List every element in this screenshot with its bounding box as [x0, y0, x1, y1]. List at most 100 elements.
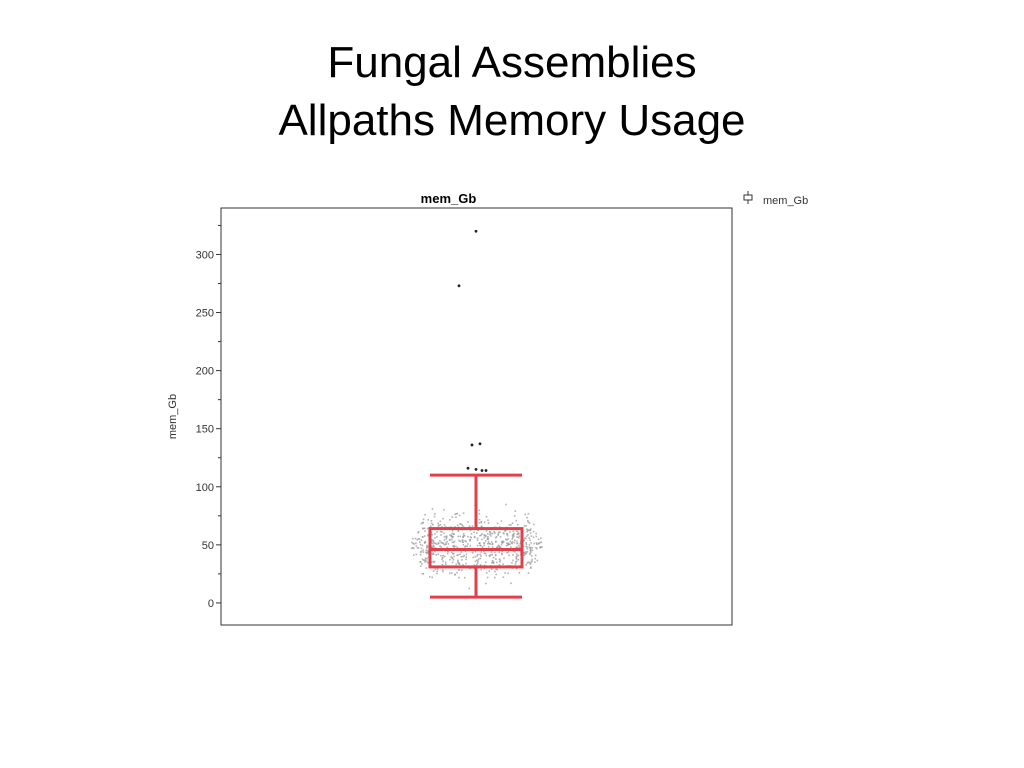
jitter-point: [443, 536, 446, 538]
jitter-point: [541, 546, 543, 548]
jitter-point: [476, 544, 479, 547]
jitter-point: [529, 532, 532, 534]
jitter-point: [452, 545, 454, 547]
jitter-point: [496, 568, 498, 571]
jitter-point: [427, 519, 429, 521]
jitter-point: [447, 550, 449, 553]
jitter-point: [467, 535, 469, 538]
jitter-point: [491, 546, 494, 548]
jitter-point: [449, 519, 451, 521]
jitter-point: [445, 535, 448, 538]
jitter-point: [434, 550, 436, 553]
jitter-point: [477, 560, 479, 562]
jitter-point: [442, 517, 444, 520]
jitter-point: [441, 526, 443, 528]
jitter-point: [513, 541, 516, 544]
jitter-point: [470, 533, 473, 535]
jitter-point: [507, 572, 509, 574]
jitter-point: [443, 539, 446, 541]
jitter-point: [422, 551, 425, 553]
jitter-point: [489, 531, 491, 533]
jitter-point: [432, 544, 434, 547]
jitter-point: [451, 538, 453, 541]
y-tick-label: 300: [196, 249, 214, 261]
jitter-point: [428, 576, 431, 578]
jitter-point: [412, 547, 415, 550]
jitter-point: [501, 552, 503, 555]
jitter-point: [456, 524, 459, 527]
jitter-point: [489, 554, 492, 556]
jitter-point: [523, 539, 525, 541]
jitter-point: [484, 540, 487, 542]
jitter-point: [479, 542, 481, 544]
jitter-point: [517, 558, 520, 561]
jitter-point: [442, 570, 444, 573]
jitter-point: [432, 546, 434, 549]
jitter-point: [453, 532, 455, 535]
jitter-point: [474, 560, 477, 563]
jitter-point: [420, 550, 423, 553]
jitter-point: [421, 563, 423, 565]
jitter-point: [459, 535, 462, 538]
jitter-point: [476, 555, 478, 557]
jitter-point: [530, 566, 532, 568]
jitter-point: [529, 567, 532, 569]
jitter-point: [523, 554, 526, 556]
jitter-point: [537, 538, 540, 541]
jitter-point: [487, 546, 490, 548]
jitter-point: [436, 536, 438, 538]
jitter-point: [462, 555, 464, 558]
jitter-point: [461, 524, 464, 526]
jitter-point: [421, 558, 424, 561]
jitter-point: [436, 543, 438, 546]
y-tick-label: 0: [208, 598, 214, 610]
jitter-point: [532, 530, 535, 533]
jitter-point: [529, 529, 532, 532]
jitter-point: [441, 531, 443, 533]
outlier-point: [480, 469, 484, 472]
jitter-point: [441, 569, 444, 571]
jitter-point: [481, 538, 483, 541]
jitter-point: [497, 531, 500, 534]
jitter-point: [472, 556, 474, 559]
jitter-point: [427, 533, 429, 536]
jitter-point: [421, 544, 424, 547]
jitter-point: [514, 551, 516, 553]
jitter-point: [484, 535, 487, 538]
jitter-point: [518, 571, 521, 574]
outlier-point: [478, 442, 482, 446]
jitter-point: [416, 546, 419, 549]
jitter-point: [491, 532, 494, 535]
jitter-point: [532, 536, 535, 539]
jitter-point: [476, 539, 479, 541]
jitter-point: [443, 509, 445, 511]
jitter-point: [481, 546, 484, 548]
jitter-point: [434, 542, 437, 545]
jitter-point: [499, 561, 501, 563]
jitter-point: [524, 513, 527, 516]
jitter-point: [445, 537, 448, 540]
jitter-point: [431, 539, 433, 541]
jitter-point: [442, 543, 445, 545]
jitter-point: [480, 534, 482, 536]
jitter-point: [436, 570, 438, 573]
jitter-point: [479, 535, 481, 537]
jitter-point: [453, 540, 456, 543]
slide-title: Fungal Assemblies Allpaths Memory Usage: [0, 34, 1024, 150]
jitter-point: [490, 535, 492, 537]
jitter-point: [474, 550, 477, 553]
jitter-point: [444, 561, 447, 564]
jitter-point: [523, 552, 525, 554]
jitter-point: [491, 562, 493, 564]
jitter-point: [480, 521, 482, 524]
y-tick-label: 250: [196, 308, 214, 320]
jitter-point: [412, 547, 414, 549]
jitter-point: [460, 551, 462, 553]
iqr-box: [428, 527, 524, 569]
jitter-point: [526, 548, 529, 550]
jitter-point: [536, 559, 539, 562]
jitter-point: [461, 569, 463, 571]
jitter-point: [434, 568, 437, 571]
jitter-point: [465, 540, 467, 543]
jitter-point: [527, 512, 530, 515]
